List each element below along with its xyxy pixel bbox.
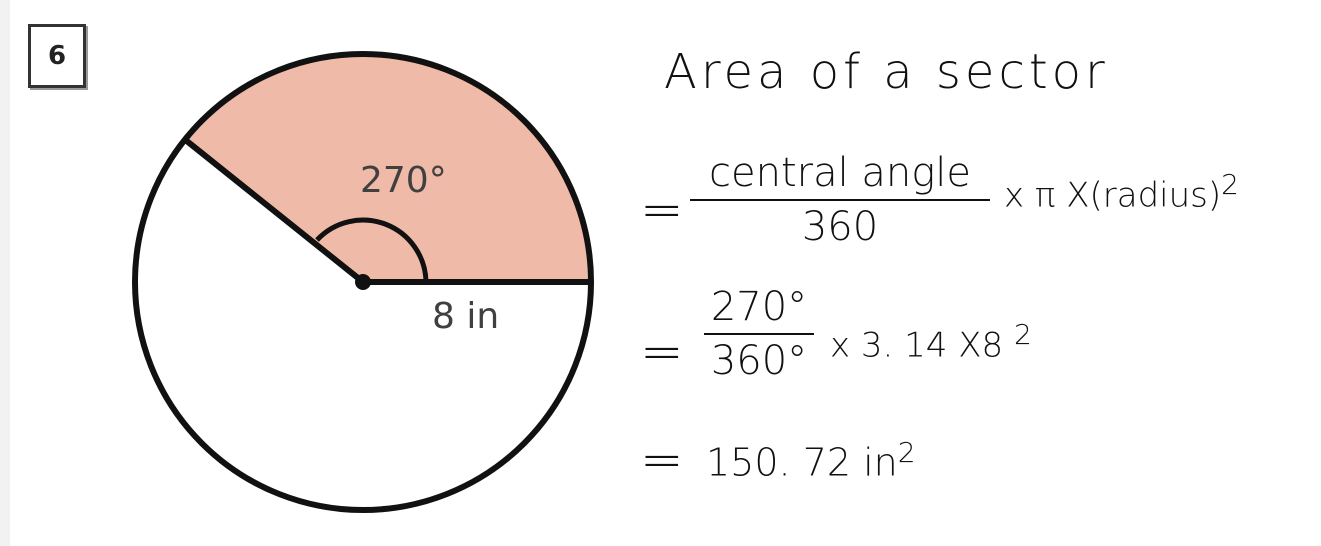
formula-exponent-2: 2	[1013, 318, 1032, 351]
formula-rest-2-text: x 3. 14 X8	[830, 325, 1004, 366]
formula-rest-1: x π X(radius)2	[1004, 168, 1239, 215]
problem-number: 6	[47, 41, 67, 71]
radius-line-diagonal	[181, 135, 365, 285]
equals-sign-3: =	[640, 430, 684, 490]
problem-number-box: 6	[28, 24, 86, 88]
fraction-2-bar	[704, 333, 814, 335]
fraction-1: central angle 360	[690, 150, 990, 250]
center-point	[355, 274, 371, 290]
final-answer-exponent: 2	[897, 436, 916, 469]
equals-sign-2: =	[640, 322, 684, 382]
solution-title: Area of a sector	[664, 44, 1109, 100]
fraction-2-numerator: 270°	[710, 284, 808, 330]
fraction-1-numerator: central angle	[708, 150, 971, 196]
formula-rest-1-text: x π X(radius)	[1004, 175, 1222, 216]
formula-rest-2: x 3. 14 X8 2	[830, 318, 1032, 365]
radius-label: 8 in	[432, 296, 499, 337]
final-answer: 150. 72 in2	[706, 436, 916, 485]
equals-sign-1: =	[640, 180, 684, 240]
angle-label: 270°	[360, 160, 447, 201]
fraction-2-denominator: 360°	[710, 338, 808, 384]
circle-sector-diagram: 270° 8 in	[132, 51, 594, 513]
final-answer-value: 150. 72 in	[706, 440, 898, 485]
fraction-2: 270° 360°	[704, 284, 814, 384]
fraction-1-denominator: 360	[801, 204, 879, 250]
angle-arc-marker	[315, 217, 429, 283]
page-left-margin	[0, 0, 10, 546]
shaded-sector	[186, 56, 589, 283]
fraction-1-bar	[690, 199, 990, 201]
formula-exponent-1: 2	[1221, 168, 1239, 201]
